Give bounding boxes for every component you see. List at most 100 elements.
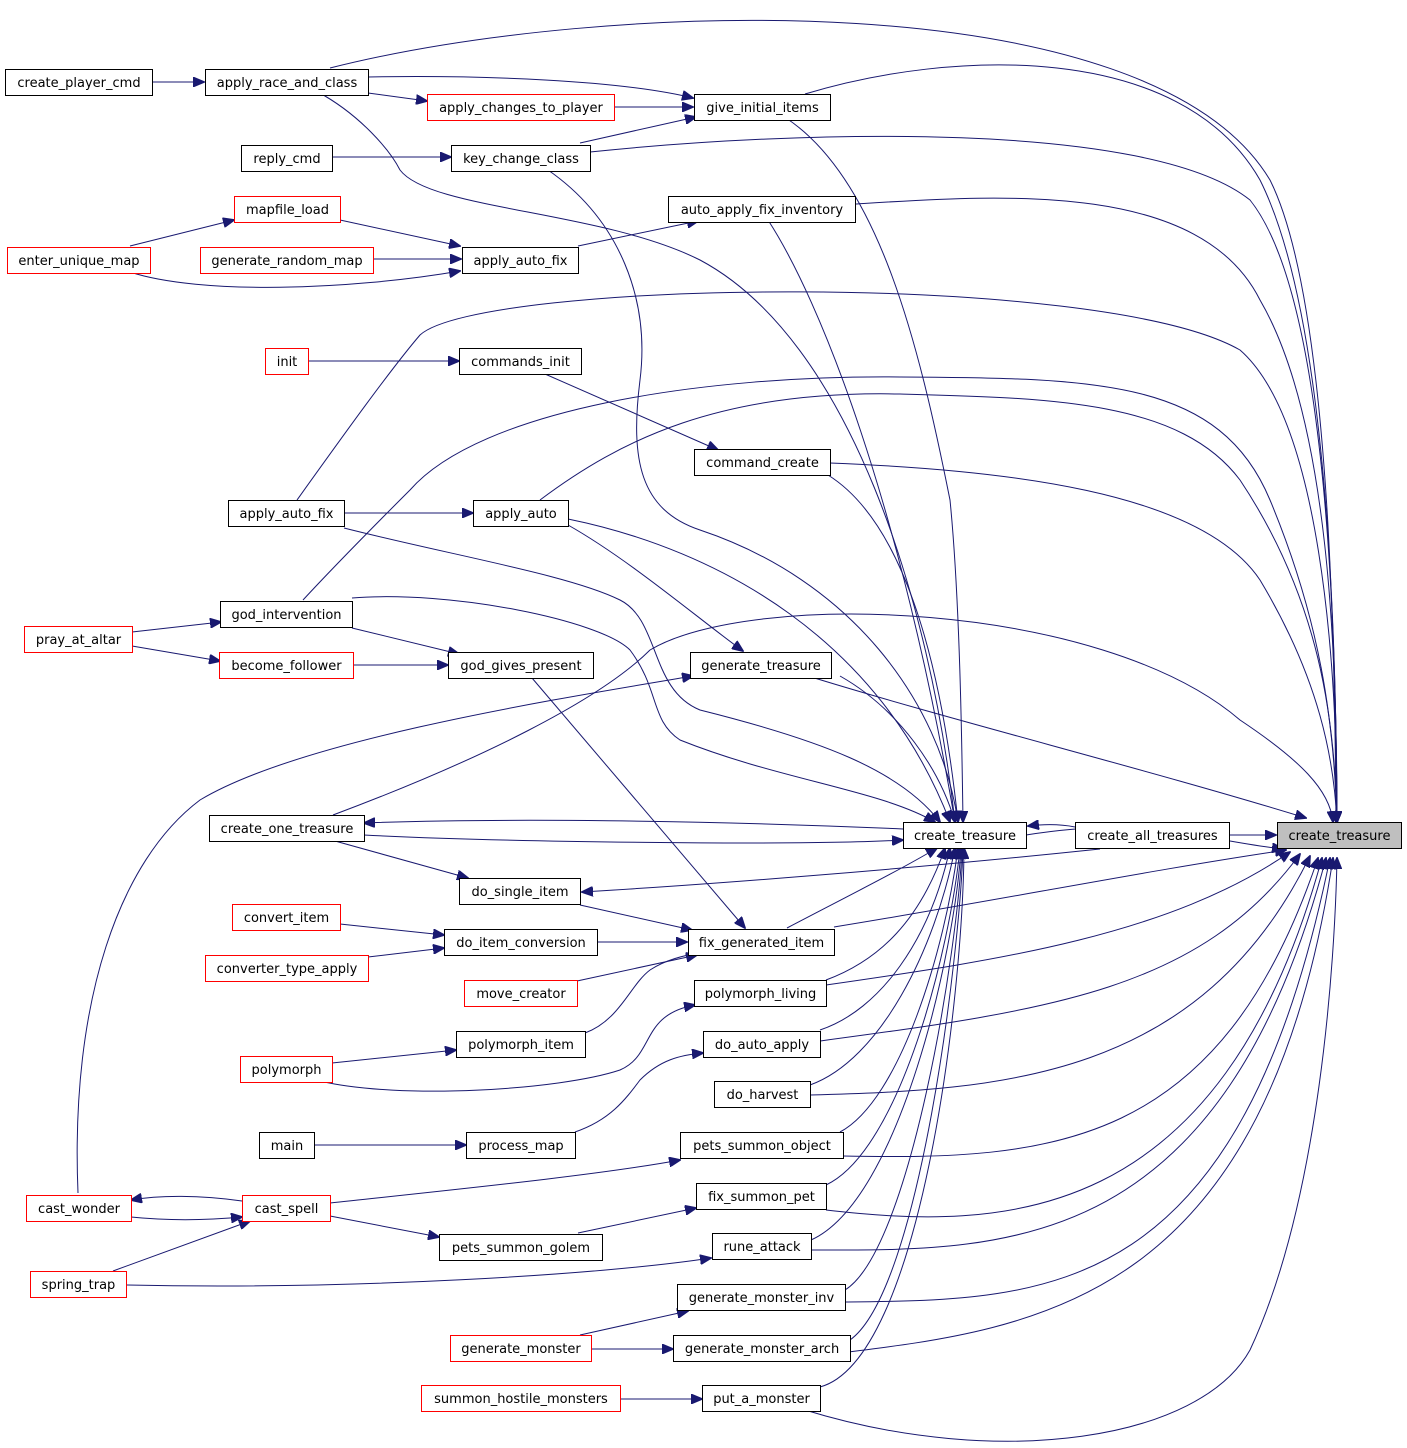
node-box[interactable] bbox=[26, 1195, 132, 1222]
node-box[interactable] bbox=[205, 955, 369, 982]
node-box[interactable] bbox=[439, 1234, 603, 1261]
node-box[interactable] bbox=[200, 247, 374, 274]
node-convert-item[interactable]: convert_item bbox=[232, 904, 341, 931]
node-box[interactable] bbox=[703, 1031, 821, 1058]
node-reply-cmd[interactable]: reply_cmd bbox=[241, 145, 333, 172]
node-create-treasure[interactable]: create_treasure bbox=[903, 822, 1027, 849]
node-converter-type-apply[interactable]: converter_type_apply bbox=[205, 955, 369, 982]
node-box[interactable] bbox=[668, 196, 856, 223]
node-box[interactable] bbox=[1277, 822, 1402, 849]
node-box[interactable] bbox=[464, 980, 578, 1007]
node-create-one-treasure[interactable]: create_one_treasure bbox=[209, 815, 365, 842]
node-box[interactable] bbox=[265, 348, 309, 375]
node-box[interactable] bbox=[30, 1271, 127, 1298]
node-box[interactable] bbox=[714, 1081, 811, 1108]
node-box[interactable] bbox=[459, 878, 581, 905]
node-apply-auto-fix-top[interactable]: apply_auto_fix bbox=[462, 247, 579, 274]
node-apply-auto-fix-mid[interactable]: apply_auto_fix bbox=[228, 500, 345, 527]
node-become-follower[interactable]: become_follower bbox=[219, 652, 354, 679]
node-box[interactable] bbox=[702, 1385, 821, 1412]
node-pray-at-altar[interactable]: pray_at_altar bbox=[24, 626, 133, 653]
node-do-item-conversion[interactable]: do_item_conversion bbox=[444, 929, 598, 956]
node-enter-unique-map[interactable]: enter_unique_map bbox=[7, 247, 151, 274]
node-box[interactable] bbox=[444, 929, 598, 956]
node-commands-init[interactable]: commands_init bbox=[459, 348, 582, 375]
node-box[interactable] bbox=[1075, 822, 1230, 849]
node-box[interactable] bbox=[232, 904, 341, 931]
node-box[interactable] bbox=[473, 500, 569, 527]
node-mapfile-load[interactable]: mapfile_load bbox=[234, 196, 341, 223]
node-box[interactable] bbox=[690, 652, 832, 679]
node-fix-summon-pet[interactable]: fix_summon_pet bbox=[696, 1183, 827, 1210]
node-generate-monster-inv[interactable]: generate_monster_inv bbox=[677, 1284, 846, 1311]
node-spring-trap[interactable]: spring_trap bbox=[30, 1271, 127, 1298]
node-generate-treasure[interactable]: generate_treasure bbox=[690, 652, 832, 679]
node-do-harvest[interactable]: do_harvest bbox=[714, 1081, 811, 1108]
node-put-a-monster[interactable]: put_a_monster bbox=[702, 1385, 821, 1412]
node-box[interactable] bbox=[903, 822, 1027, 849]
node-box[interactable] bbox=[259, 1132, 315, 1159]
node-box[interactable] bbox=[448, 652, 594, 679]
node-box[interactable] bbox=[459, 348, 582, 375]
node-pets-summon-object[interactable]: pets_summon_object bbox=[680, 1132, 844, 1159]
node-box[interactable] bbox=[421, 1385, 621, 1412]
node-main[interactable]: main bbox=[259, 1132, 315, 1159]
node-pets-summon-golem[interactable]: pets_summon_golem bbox=[439, 1234, 603, 1261]
node-box[interactable] bbox=[688, 929, 835, 956]
node-box[interactable] bbox=[234, 196, 341, 223]
node-box[interactable] bbox=[242, 1195, 331, 1222]
node-box[interactable] bbox=[24, 626, 133, 653]
node-box[interactable] bbox=[462, 247, 579, 274]
node-fix-generated-item[interactable]: fix_generated_item bbox=[688, 929, 835, 956]
node-generate-monster[interactable]: generate_monster bbox=[450, 1335, 592, 1362]
node-create-treasure-root[interactable]: create_treasure bbox=[1277, 822, 1402, 849]
node-box[interactable] bbox=[680, 1132, 844, 1159]
node-summon-hostile-monsters[interactable]: summon_hostile_monsters bbox=[421, 1385, 621, 1412]
node-god-intervention[interactable]: god_intervention bbox=[220, 601, 353, 628]
node-box[interactable] bbox=[240, 1056, 333, 1083]
node-box[interactable] bbox=[427, 94, 615, 121]
node-box[interactable] bbox=[205, 69, 369, 96]
node-generate-monster-arch[interactable]: generate_monster_arch bbox=[673, 1335, 851, 1362]
node-box[interactable] bbox=[5, 69, 153, 96]
node-box[interactable] bbox=[241, 145, 333, 172]
node-apply-race-and-class[interactable]: apply_race_and_class bbox=[205, 69, 369, 96]
node-box[interactable] bbox=[677, 1284, 846, 1311]
node-box[interactable] bbox=[712, 1233, 812, 1260]
node-box[interactable] bbox=[7, 247, 151, 274]
node-box[interactable] bbox=[209, 815, 365, 842]
node-box[interactable] bbox=[694, 449, 831, 476]
node-apply-auto[interactable]: apply_auto bbox=[473, 500, 569, 527]
node-box[interactable] bbox=[456, 1031, 586, 1058]
node-do-auto-apply[interactable]: do_auto_apply bbox=[703, 1031, 821, 1058]
node-rune-attack[interactable]: rune_attack bbox=[712, 1233, 812, 1260]
node-give-initial-items[interactable]: give_initial_items bbox=[694, 94, 831, 121]
node-box[interactable] bbox=[466, 1132, 576, 1159]
node-key-change-class[interactable]: key_change_class bbox=[451, 145, 591, 172]
node-box[interactable] bbox=[219, 652, 354, 679]
node-box[interactable] bbox=[451, 145, 591, 172]
node-god-gives-present[interactable]: god_gives_present bbox=[448, 652, 594, 679]
node-polymorph-item[interactable]: polymorph_item bbox=[456, 1031, 586, 1058]
node-do-single-item[interactable]: do_single_item bbox=[459, 878, 581, 905]
node-init[interactable]: init bbox=[265, 348, 309, 375]
node-box[interactable] bbox=[696, 1183, 827, 1210]
node-box[interactable] bbox=[228, 500, 345, 527]
node-apply-changes-to-player[interactable]: apply_changes_to_player bbox=[427, 94, 615, 121]
node-create-all-treasures[interactable]: create_all_treasures bbox=[1075, 822, 1230, 849]
node-polymorph[interactable]: polymorph bbox=[240, 1056, 333, 1083]
node-cast-spell[interactable]: cast_spell bbox=[242, 1195, 331, 1222]
node-auto-apply-fix-inventory[interactable]: auto_apply_fix_inventory bbox=[668, 196, 856, 223]
node-command-create[interactable]: command_create bbox=[694, 449, 831, 476]
node-box[interactable] bbox=[450, 1335, 592, 1362]
node-cast-wonder[interactable]: cast_wonder bbox=[26, 1195, 132, 1222]
node-polymorph-living[interactable]: polymorph_living bbox=[694, 980, 827, 1007]
node-box[interactable] bbox=[694, 94, 831, 121]
node-box[interactable] bbox=[220, 601, 353, 628]
node-create-player-cmd[interactable]: create_player_cmd bbox=[5, 69, 153, 96]
node-move-creator[interactable]: move_creator bbox=[464, 980, 578, 1007]
node-box[interactable] bbox=[673, 1335, 851, 1362]
node-process-map[interactable]: process_map bbox=[466, 1132, 576, 1159]
node-box[interactable] bbox=[694, 980, 827, 1007]
node-generate-random-map[interactable]: generate_random_map bbox=[200, 247, 374, 274]
